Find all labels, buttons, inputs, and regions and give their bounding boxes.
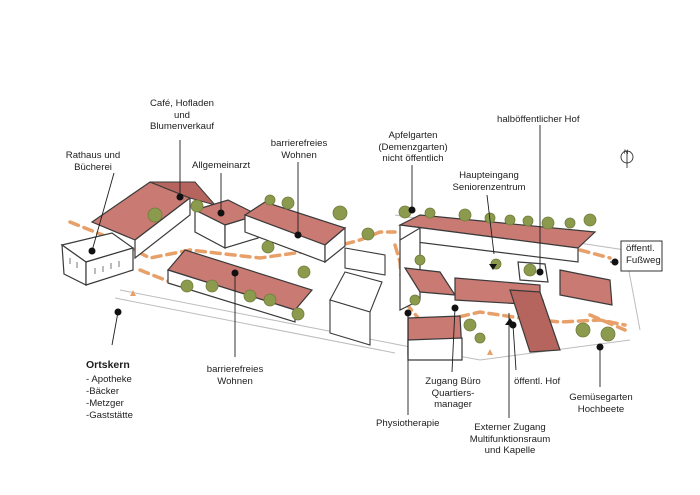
label-ortskern: Ortskern (86, 359, 130, 371)
building-seniorenzentrum (397, 214, 613, 361)
fussweg-box (620, 240, 663, 272)
leader-lines (91, 125, 615, 418)
north-arrow-icon (620, 150, 634, 168)
label-cafe: Café, Hofladen und Blumenverkauf (150, 98, 214, 132)
label-oeffentl-hof: öffentl. Hof (514, 376, 561, 387)
label-physiotherapie: Physiotherapie (376, 418, 440, 429)
building-wohnen-top (243, 201, 347, 264)
label-haupteingang: Haupteingang Seniorenzentrum (452, 170, 526, 193)
label-zugang-buero: Zugang Büro Quartiers- manager (425, 376, 481, 410)
label-allgemeinarzt: Allgemeinarzt (192, 160, 251, 171)
building-neighbors (329, 247, 386, 346)
entrance-arrows (130, 264, 515, 355)
label-apfelgarten: Apfelgarten (Demenzgarten) nicht öffentl… (378, 130, 448, 164)
building-cafe (90, 181, 217, 260)
label-wohnen-top: barrierefreies Wohnen (270, 138, 328, 161)
ortskern-item: -Bäcker (86, 386, 120, 397)
label-externer-zugang: Externer Zugang Multifunktionsraum und K… (469, 422, 551, 456)
ortskern-item: -Gaststätte (86, 410, 133, 421)
marker-dots (88, 193, 619, 351)
label-gemuesegarten: Gemüsegarten Hochbeete (569, 392, 633, 415)
ortskern-item: - Apotheke (86, 374, 132, 385)
building-rathaus (60, 232, 135, 286)
ortskern-item: -Metzger (86, 398, 124, 409)
label-rathaus: Rathaus und Bücherei (65, 150, 121, 173)
label-fussweg: öffentl. Fußweg (626, 243, 661, 266)
label-north: N (624, 150, 629, 156)
trees (147, 194, 616, 344)
label-wohnen-bottom: barrierefreies Wohnen (206, 364, 264, 387)
label-halboeffentlich: halböffentlicher Hof (497, 114, 580, 125)
